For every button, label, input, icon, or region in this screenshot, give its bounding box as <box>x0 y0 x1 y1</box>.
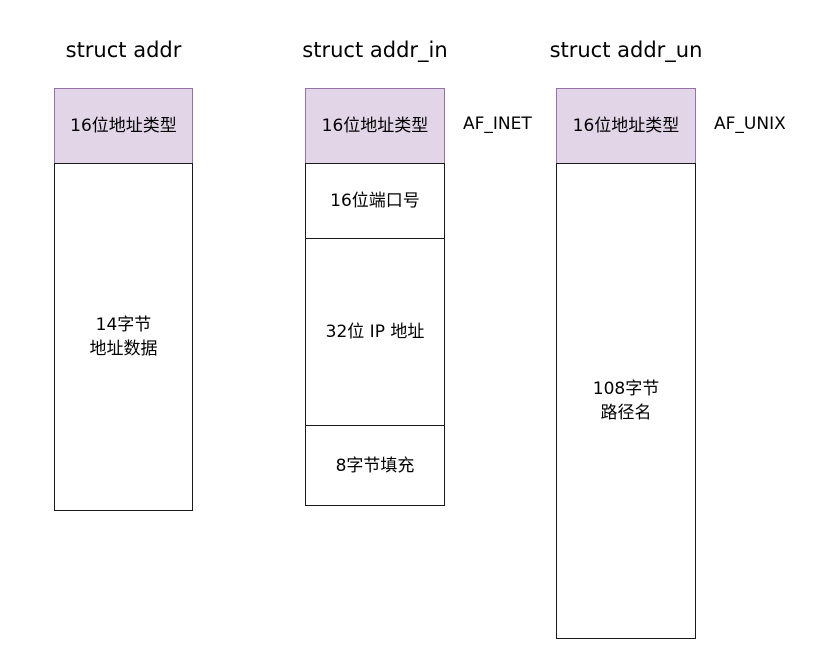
struct-addr-in-type-field: 16位地址类型 <box>305 88 445 164</box>
field-label: 8字节填充 <box>335 455 415 476</box>
struct-addr-in-ip-field: 32位 IP 地址 <box>305 238 445 426</box>
struct-addr-data-field: 14字节 地址数据 <box>54 163 193 511</box>
field-label: 16位地址类型 <box>70 116 177 136</box>
field-label: 16位端口号 <box>330 191 420 211</box>
field-label: 32位 IP 地址 <box>325 322 425 342</box>
af-unix-label: AF_UNIX <box>714 114 786 134</box>
struct-addr-un-path-field: 108字节 路径名 <box>556 163 696 639</box>
struct-addr-in-port-field: 16位端口号 <box>305 163 445 239</box>
field-label: 16位地址类型 <box>321 116 429 136</box>
struct-addr-un-type-field: 16位地址类型 <box>556 88 696 164</box>
af-inet-label: AF_INET <box>463 114 532 134</box>
struct-addr-un-title: struct addr_un <box>549 38 703 62</box>
struct-addr-type-field: 16位地址类型 <box>54 88 193 164</box>
field-label: 16位地址类型 <box>572 116 680 136</box>
struct-addr-in-title: struct addr_in <box>302 38 448 62</box>
struct-addr-title: struct addr <box>65 38 182 62</box>
field-label: 108字节 路径名 <box>592 379 660 423</box>
struct-addr-in-padding-field: 8字节填充 <box>305 425 445 506</box>
field-label: 14字节 地址数据 <box>89 315 158 359</box>
